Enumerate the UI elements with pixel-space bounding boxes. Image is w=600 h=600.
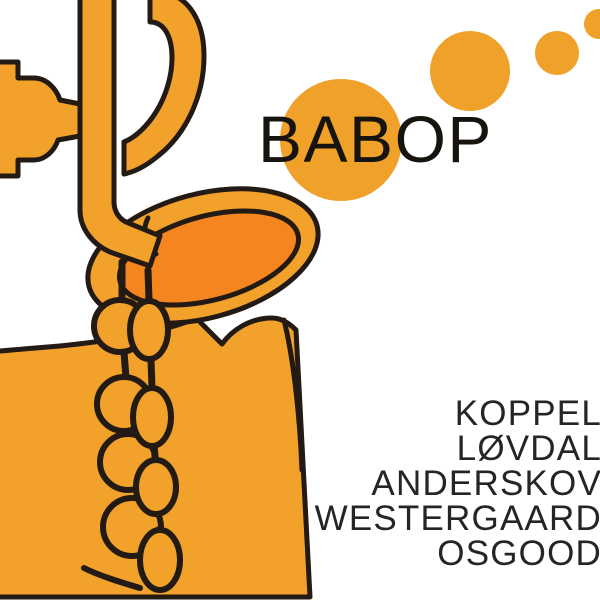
key-oval-3 [133,457,179,517]
decorative-dots-group [280,9,600,201]
key-oval-4 [137,527,183,593]
artist-list: KOPPEL LØVDAL ANDERSKOV WESTERGAARD OSGO… [315,396,600,571]
saxophone-lower-key-arm [81,565,143,591]
artist-name-osgood: OSGOOD [437,534,600,573]
saxophone-neck [77,0,163,269]
key-oval-2 [130,385,174,449]
bell-support-strut [281,317,305,473]
key-oval-1 [127,298,171,362]
saxophone-crook-loop [121,0,207,177]
dot-large [280,79,402,201]
dot-tiny [584,9,600,39]
saxophone-key-pads-right [127,266,183,593]
dot-medium [430,31,510,111]
key-rod-right [144,266,164,544]
artist-name-koppel: KOPPEL [454,394,600,433]
saxophone-illustration [0,0,321,600]
artist-name-anderskov: ANDERSKOV [371,464,600,503]
dot-small [535,31,579,75]
artist-name-lovdal: LØVDAL [456,429,600,468]
key-rod-left [118,258,138,526]
saxophone-mouthpiece [0,59,83,179]
album-title: BABOP [258,102,493,176]
artist-name-westergaard: WESTERGAARD [314,499,600,538]
